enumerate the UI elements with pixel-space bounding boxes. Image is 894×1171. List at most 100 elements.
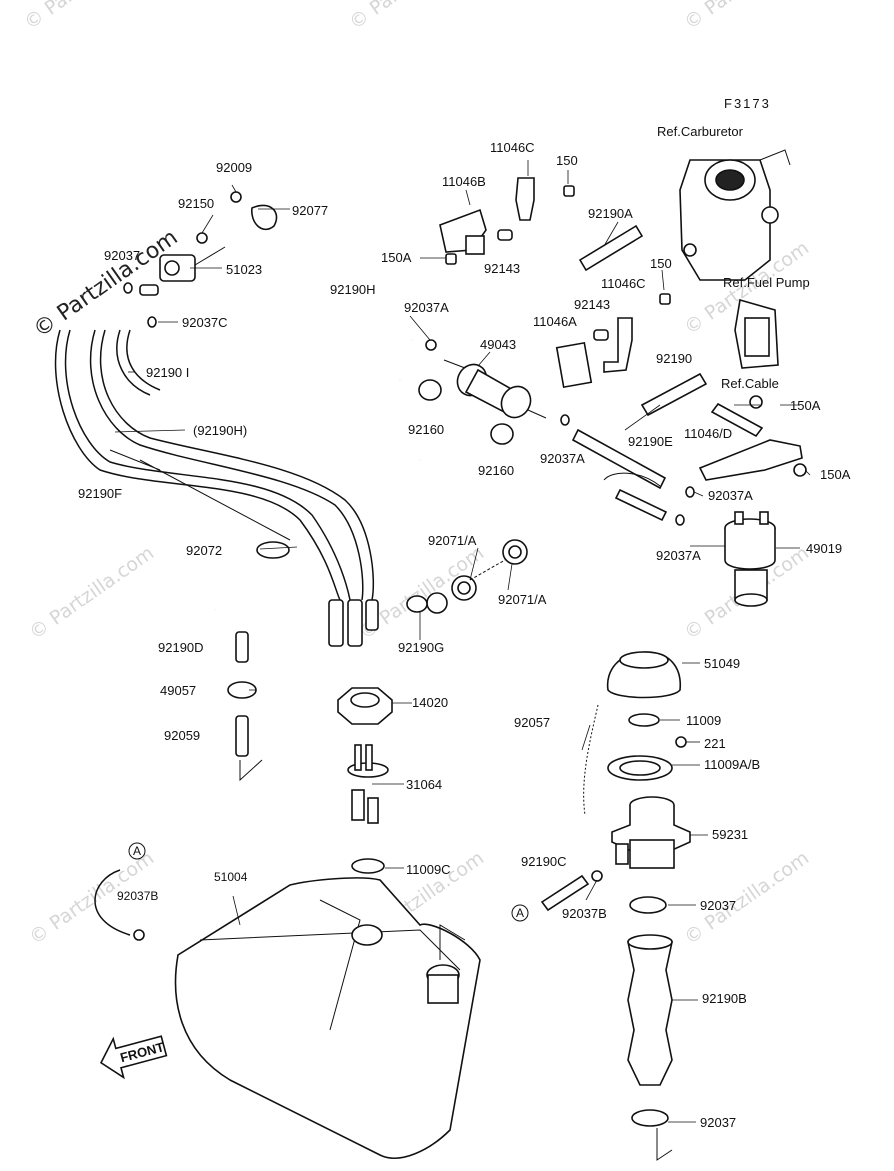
part-label: 49043 [480, 337, 516, 352]
vent-check-valve-assembly [212, 590, 263, 782]
part-label: 51049 [704, 656, 740, 671]
part-label: 92190C [521, 854, 567, 869]
part-label: 11009C [406, 862, 451, 877]
bolt-150A [445, 253, 457, 265]
leader-lines [114, 160, 811, 1123]
part-label: 92150 [178, 196, 214, 211]
bracket-11046A [555, 341, 593, 389]
fuel-strainer-49019 [724, 511, 776, 607]
part-label: 92071/A [428, 533, 477, 548]
part-label: 92059 [164, 728, 200, 743]
hose-92190A [578, 224, 644, 272]
bracket-11046D [698, 439, 803, 481]
part-labels: 92009 92150 92077 92037 51023 92037C 921… [78, 140, 851, 1130]
fuel-tank-51004 [174, 877, 481, 1159]
clamp-92037-bot [631, 1109, 669, 1127]
fuel-pump-ref [734, 298, 779, 369]
part-label: 221 [704, 736, 726, 751]
part-label: 59231 [712, 827, 748, 842]
watermark: © Partzilla.com [680, 0, 813, 34]
screw-221 [675, 736, 687, 748]
left-hose-bundle [54, 329, 379, 647]
hose-92190C [540, 874, 590, 912]
part-label: 150 [556, 153, 578, 168]
ref-cable-label: Ref.Cable [721, 376, 779, 391]
bolt-150A-right [793, 463, 807, 477]
screw-92009 [230, 191, 242, 203]
svg-text:A: A [516, 906, 524, 920]
part-label: 92009 [216, 160, 252, 175]
part-label: 92037A [708, 488, 753, 503]
hose-end [347, 599, 363, 647]
part-label: 11046B [442, 174, 486, 189]
vent-hose-left [94, 869, 131, 936]
cable-bracket-assembly [675, 395, 807, 526]
part-label: 92190G [398, 640, 444, 655]
watermark-main: © Partzilla.com [29, 225, 182, 343]
part-label: 92190D [158, 640, 204, 655]
part-label: 92160 [408, 422, 444, 437]
watermark-layer: © Partzilla.com © Partzilla.com © Partzi… [20, 0, 813, 949]
part-label: 92037A [656, 548, 701, 563]
hose-92190H-loop [341, 310, 544, 563]
tank-fitting-11009C [351, 924, 383, 946]
part-label: 92190 [656, 351, 692, 366]
ref-carburetor-label: Ref.Carburetor [657, 124, 744, 139]
bracket-11046C [515, 177, 535, 221]
part-label: 92057 [514, 715, 550, 730]
part-label: 92071/A [498, 592, 547, 607]
part-label: 11009A/B [704, 757, 760, 772]
carburetor-ref [679, 149, 791, 281]
part-label: 92077 [292, 203, 328, 218]
bolt-150 [563, 185, 575, 197]
part-label: 150A [381, 250, 412, 265]
part-label: 92037A [404, 300, 449, 315]
part-label: (92190H) [193, 423, 247, 438]
watermark: © Partzilla.com [20, 0, 153, 34]
part-label: 92072 [186, 543, 222, 558]
part-label: 92190 I [146, 365, 189, 380]
spacer-92160 [490, 423, 514, 445]
hose-92190G [406, 595, 428, 613]
part-label: 150 [650, 256, 672, 271]
part-label: 51004 [214, 870, 248, 884]
part-label: 92037 [104, 248, 140, 263]
bracket-assembly-mid [555, 293, 671, 426]
figure-code: F3173 [724, 96, 771, 111]
watermark: © Partzilla.com [345, 0, 478, 34]
knob-92077 [251, 204, 278, 231]
part-label: 11046A [533, 314, 577, 329]
bellows-92190B [627, 941, 673, 1086]
grommets-92071A [406, 539, 528, 614]
bolt-150-mid [659, 293, 671, 305]
clamp-92037-mid [629, 896, 667, 914]
clamp-92072 [256, 541, 290, 559]
part-label: 92190A [588, 206, 633, 221]
fuel-filter-49043 [418, 359, 547, 445]
screw-92150 [196, 232, 208, 244]
part-label: 92190B [702, 991, 747, 1006]
part-label: 11046C [601, 276, 646, 291]
bracket-11046C-mid [603, 317, 633, 373]
callout-a-right: A [511, 904, 529, 922]
part-label: 92190E [628, 434, 673, 449]
hose-end [328, 599, 344, 647]
part-label: 51023 [226, 262, 262, 277]
part-label: 92143 [484, 261, 520, 276]
part-label: 92037C [182, 315, 228, 330]
part-label: 92143 [574, 297, 610, 312]
part-label: 11009 [686, 713, 721, 728]
part-label: 92037B [562, 906, 607, 921]
hose-end [365, 599, 379, 631]
svg-text:A: A [133, 844, 141, 858]
part-label: 49019 [806, 541, 842, 556]
right-hoses [571, 372, 708, 522]
part-label: 14020 [412, 695, 448, 710]
filler-assembly [540, 651, 691, 1161]
part-label: 92190H [330, 282, 376, 297]
part-label: 92037B [117, 889, 158, 903]
part-label: 92160 [478, 463, 514, 478]
part-label: 11046/D [684, 426, 732, 441]
strap-92057 [583, 704, 599, 816]
